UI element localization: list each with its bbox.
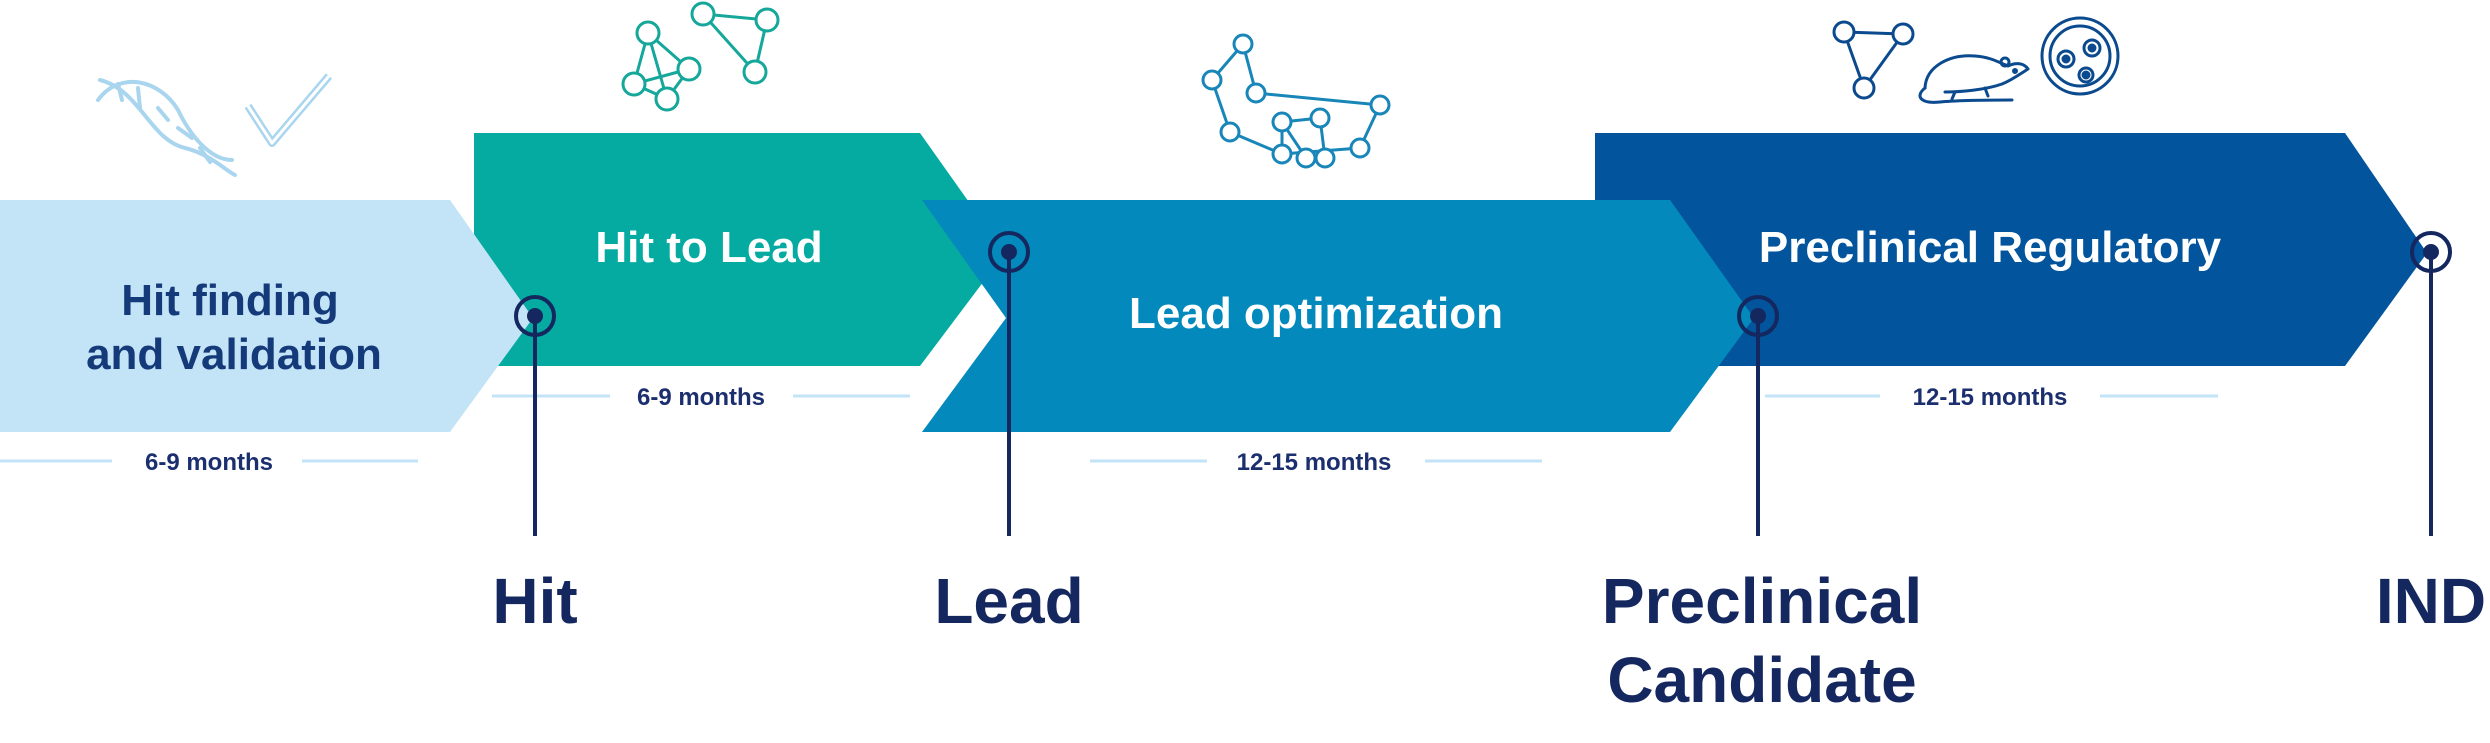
molecule-graph-icon	[1201, 33, 1391, 169]
milestone-label-hit: Hit	[492, 565, 577, 637]
milestone-label-ind: IND	[2376, 565, 2486, 637]
milestone-label-preclinical-line1: Preclinical	[1602, 565, 1922, 637]
molecule-triangle-icon	[1832, 20, 1915, 100]
stage-label-lead-optimization: Lead optimization	[1129, 289, 1503, 338]
duration-preclinical-regulatory: 12-15 months	[1765, 384, 2218, 411]
checkmark-icon	[244, 73, 333, 147]
milestone-marker-hit	[514, 295, 556, 536]
milestone-label-preclinical-line2: Candidate	[1607, 644, 1916, 716]
petri-dish-icon	[2040, 16, 2120, 96]
stage-label-hit-finding-line1: Hit finding	[121, 276, 339, 325]
dna-icon	[96, 78, 237, 177]
stage-arrow-lead-optimization: Lead optimization	[922, 200, 1754, 432]
duration-label-hit-to-lead: 6-9 months	[637, 384, 765, 411]
stage-label-hit-finding-line2: and validation	[86, 330, 382, 379]
duration-label-preclinical-regulatory: 12-15 months	[1913, 384, 2068, 411]
duration-label-lead-optimization: 12-15 months	[1237, 449, 1392, 476]
duration-hit-finding: 6-9 months	[0, 449, 418, 476]
milestone-marker-ind	[2410, 231, 2452, 536]
stage-arrow-hit-finding: Hit finding and validation	[0, 200, 533, 432]
stage-arrow-hit-to-lead: Hit to Lead	[474, 133, 1005, 366]
molecule-network-icon	[621, 1, 780, 112]
milestone-marker-preclinical-candidate	[1737, 295, 1779, 536]
duration-hit-to-lead: 6-9 months	[492, 384, 910, 411]
stage-label-hit-to-lead: Hit to Lead	[595, 223, 822, 272]
milestone-label-lead: Lead	[934, 565, 1083, 637]
stage-arrow-preclinical-regulatory: Preclinical Regulatory	[1595, 133, 2427, 366]
mouse-icon	[1918, 54, 2030, 104]
duration-label-hit-finding: 6-9 months	[145, 449, 273, 476]
stage-label-preclinical-regulatory: Preclinical Regulatory	[1759, 223, 2222, 272]
duration-lead-optimization: 12-15 months	[1090, 449, 1542, 476]
milestone-marker-lead	[988, 231, 1030, 536]
